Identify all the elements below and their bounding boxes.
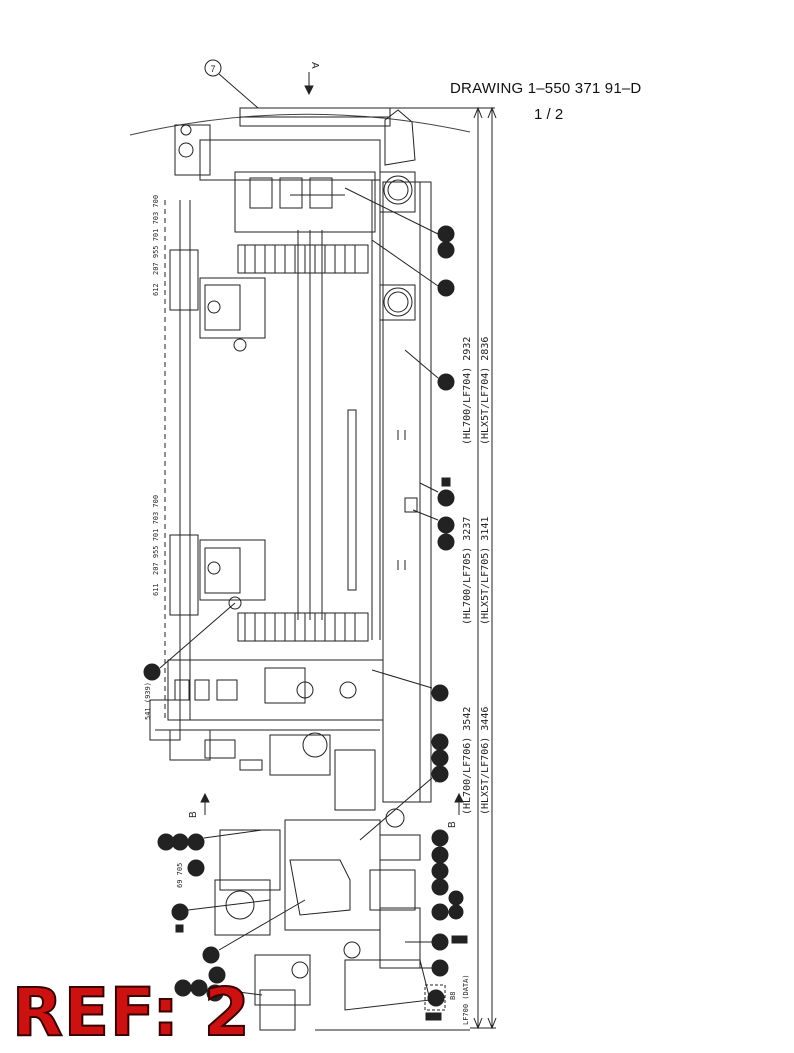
dim-hl700-lf706: (HL700/LF706) 3542 [462,707,473,815]
callout-36: 36 [431,862,449,880]
callout-label: 28 [444,284,451,292]
callout-label: 205 [438,736,445,748]
callout-208: 208 [157,833,175,851]
callout-label: 721 [434,992,441,1004]
callout-label: 3 [212,976,219,980]
callout-label: 37 [435,854,442,862]
callout-703: 703 [187,859,205,877]
callout-204: 204 [448,904,464,920]
sheet-number: 1 / 2 [534,106,564,123]
callout-517: 517 [431,749,449,767]
callout-label: 003 [214,987,220,998]
callout-label: 1 [438,966,445,970]
callout-003: 003 [206,984,224,1002]
callout-958: 958 [437,241,455,259]
callout-9: 9 [187,833,205,851]
upper-carriage [199,139,381,181]
callout-label: 703 [194,862,201,874]
upper-gear [237,244,369,274]
view-b-right-label: B [447,821,458,828]
view-b-left-label: B [188,811,199,818]
callout-label: 517 [438,752,445,764]
side-stack-mid: 207 955 701 703 700 [152,495,160,575]
lf700-note: LF700 (DATA) [462,974,470,1025]
callout-5: 5 [171,903,189,921]
callout-label: 9 [194,840,201,844]
dim-hlx5t-lf706: (HLX5T/LF706) 3446 [480,707,491,815]
roller-mid [383,287,413,317]
callout-label: 552 [455,892,461,903]
callout-263: 263 [431,765,449,783]
callout-label: 006 [182,982,188,993]
callout-172: 172 [171,833,189,851]
lower-gear [237,612,369,642]
carriage-2 [199,539,266,601]
dim-hlx5t-lf704: (HLX5T/LF704) 2836 [480,337,491,445]
callout-38: 38 [431,829,449,847]
callout-label: 204 [455,906,461,917]
callout-10: 10 [143,663,161,681]
callout-200: 200 [437,516,455,534]
callout-label: 10 [150,668,157,676]
callout-37: 37 [431,846,449,864]
view-a-label: A [309,62,320,69]
callout-47: 47 [431,903,449,921]
callout-label: 720 [438,936,445,948]
callout-label: 959 [444,536,451,548]
dim-hl700-lf704: (HL700/LF704) 2932 [462,337,473,445]
callout-315: 315 [437,225,455,243]
label-b8: B8 [449,992,457,1000]
side-stack-top: 207 955 701 703 700 [152,195,160,275]
callout-552: 552 [448,890,464,906]
callout-35: 35 [431,878,449,896]
callout-7-text: 7 [210,64,215,74]
side-code-612: 612 [152,283,160,296]
callout-4: 4 [202,946,220,964]
callout-205: 205 [431,733,449,751]
side-code-541: 541 (939) [144,682,152,720]
callout-959: 959 [437,533,455,551]
motor-housing [284,819,381,931]
drawing-number: DRAWING 1–550 371 91–D [450,80,642,97]
callout-label: 27 [444,378,451,386]
callout-label: 26 [444,494,451,502]
callout-label: 5 [175,913,182,917]
callout-label: 208 [164,836,171,848]
side-code-611: 611 [152,583,160,596]
callout-011: 011 [190,979,208,997]
right-slab [382,181,432,803]
callout-label: 200 [444,519,451,531]
dim-hlx5t-lf705: (HLX5T/LF705) 3141 [480,517,491,625]
callout-7 [204,59,222,77]
callout-label: 35 [435,886,442,894]
ref-stamp: REF: 2 [11,974,251,1051]
callout-28: 28 [437,279,455,297]
callout-label: 263 [435,771,442,783]
callout-label: 29 [438,689,445,697]
callout-label: 38 [438,834,445,842]
callout-label: 47 [435,911,442,919]
carriage-1 [199,277,266,339]
callout-720: 720 [431,933,449,951]
callout-26: 26 [437,489,455,507]
callout-label: 172 [178,836,185,848]
callout-1: 1 [431,959,449,977]
side-sub-69: 69 705 [176,863,184,888]
lower-frame [167,659,384,721]
callout-3: 3 [208,966,226,984]
dim-hl700-lf705: (HL700/LF705) 3237 [462,517,473,625]
callout-label: 36 [435,870,442,878]
callout-label: 4 [206,956,213,960]
callout-label: 011 [198,983,204,993]
callout-label: 958 [444,244,451,256]
roller-top [383,175,413,205]
callout-29: 29 [431,684,449,702]
callout-label: 315 [444,228,451,240]
callout-27: 27 [437,373,455,391]
callout-721: 721 [427,989,445,1007]
